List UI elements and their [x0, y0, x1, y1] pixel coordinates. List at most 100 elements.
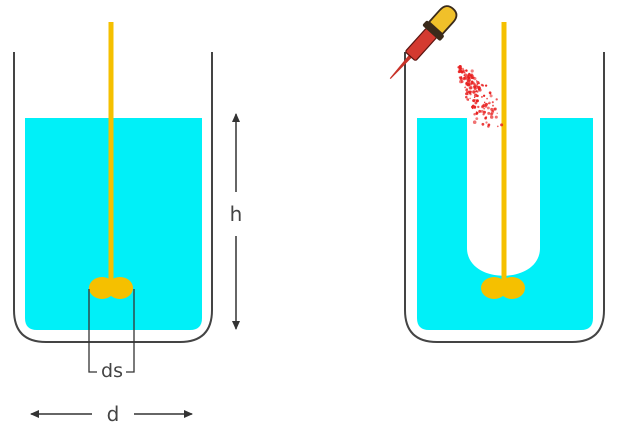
spray-drop: [460, 80, 464, 84]
spray-drop: [459, 67, 463, 70]
spray-drop: [476, 90, 479, 93]
impeller-diameter-bracket-left: [88, 289, 97, 373]
impeller-diameter-bracket-right: [126, 289, 135, 373]
spray-drop: [469, 85, 473, 90]
right-shaft: [501, 22, 507, 290]
spray-drop: [475, 112, 478, 115]
spray-drop: [473, 113, 476, 116]
spray-drop: [471, 107, 474, 110]
spray-drop: [478, 109, 482, 113]
spray-drop: [465, 95, 468, 99]
spray-drop: [485, 121, 488, 124]
spray-drop: [473, 96, 476, 99]
spray-drop: [467, 74, 470, 76]
spray-drop: [500, 123, 504, 127]
spray-drop: [470, 69, 474, 73]
spray-drop: [484, 102, 488, 106]
right-vessel-wall: [404, 52, 605, 343]
spray-drop: [491, 101, 494, 104]
spray-drop: [470, 81, 474, 85]
spray-drop: [480, 109, 484, 113]
spray-drop: [464, 86, 466, 89]
spray-drop: [474, 101, 478, 105]
spray-drop: [483, 107, 486, 110]
spray-drop: [489, 112, 493, 116]
spray-drop: [476, 80, 480, 85]
spray-drop: [493, 107, 497, 111]
left-vessel-group: h ds d: [13, 22, 243, 426]
spray-drop: [465, 84, 468, 86]
spray-drop: [486, 106, 490, 110]
spray-drop: [459, 69, 463, 73]
spray-drop: [474, 99, 476, 101]
left-shaft: [108, 22, 114, 290]
impeller-diameter-label: ds: [101, 360, 123, 382]
right-impeller: [481, 277, 525, 299]
spray-drop: [487, 123, 491, 127]
spray-drop: [477, 85, 481, 90]
spray-drop: [462, 70, 465, 73]
spray-drop: [473, 76, 477, 81]
spray-drop: [465, 69, 468, 72]
spray-drop: [486, 97, 488, 100]
spray-drop: [495, 98, 498, 101]
left-impeller: [89, 277, 133, 299]
spray-drop: [476, 94, 479, 98]
spray-drop: [469, 93, 472, 96]
spray-drop: [467, 79, 471, 83]
spray-drop: [490, 107, 494, 111]
spray-drop: [475, 117, 479, 121]
spray-drop: [482, 94, 486, 97]
spray-drop: [472, 120, 477, 124]
spray-drop: [469, 97, 471, 100]
spray-drop: [484, 84, 488, 87]
spray-drop: [489, 94, 493, 98]
spray-drop: [468, 72, 470, 75]
spray-drop: [466, 91, 468, 93]
spray-drop: [475, 93, 477, 96]
spray-drop: [492, 104, 494, 107]
spray-drop: [465, 81, 468, 85]
spray-drop: [482, 113, 485, 116]
spray-drop: [461, 67, 465, 71]
spray-drop: [465, 88, 469, 92]
spray-drop: [496, 125, 499, 128]
dropper-icon: [389, 5, 458, 80]
spray-drop: [465, 92, 468, 96]
spray-drop: [470, 75, 472, 78]
spray-drop: [480, 83, 484, 87]
spray-drop: [458, 76, 461, 78]
spray-drop: [464, 71, 466, 74]
spray-drop: [481, 95, 483, 98]
spray-drop: [467, 99, 470, 101]
spray-drop: [481, 122, 485, 126]
spray-drop: [477, 105, 480, 109]
spray-drop: [478, 88, 482, 92]
height-label: h: [230, 202, 243, 226]
spray-drop: [481, 105, 485, 109]
spray-drop: [492, 110, 494, 112]
spray-drop: [494, 115, 498, 119]
spray-drop: [483, 101, 486, 104]
spray-drop: [470, 73, 474, 77]
spray-drop: [473, 106, 477, 109]
left-vessel-wall: [13, 52, 213, 343]
spray-drop: [484, 116, 487, 120]
spray-drop: [475, 80, 478, 82]
spray-drop: [472, 90, 476, 94]
spray-drop: [460, 78, 463, 81]
spray-drop: [461, 71, 463, 74]
right-liquid-vortex: [417, 118, 593, 330]
spray-drop: [462, 76, 467, 81]
spray-drop: [490, 115, 494, 119]
right-vessel-group: [389, 5, 605, 343]
spray-drop: [467, 75, 470, 79]
spray-drop: [487, 111, 491, 115]
spray-drops: [457, 65, 504, 128]
spray-drop: [488, 91, 492, 95]
spray-drop: [488, 101, 491, 105]
spray-drop: [476, 85, 479, 87]
spray-drop: [469, 90, 472, 94]
spray-drop: [483, 110, 486, 114]
